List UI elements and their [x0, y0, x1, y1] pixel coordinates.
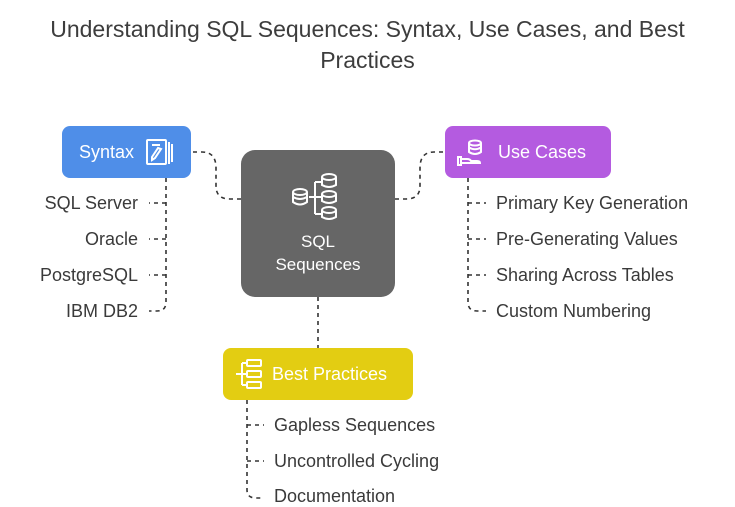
use-case-leaf-custom-numbering: Custom Numbering [496, 301, 652, 321]
syntax-node: Syntax [62, 126, 191, 178]
use-case-leaf-pre-generating: Pre-Generating Values [496, 229, 678, 249]
best-practice-leaf-gapless: Gapless Sequences [274, 415, 436, 435]
center-label-line-2: Sequences [275, 255, 361, 274]
database-cluster-icon [292, 173, 337, 220]
syntax-leaf-sql-server: SQL Server [44, 193, 138, 213]
syntax-node-label: Syntax [79, 141, 135, 162]
database-hand-icon [457, 139, 482, 166]
diagram-title-line-2: Practices [320, 47, 415, 73]
best-practice-leaf-documentation: Documentation [274, 486, 396, 506]
best-practices-node: Best Practices [223, 348, 413, 400]
connector-center-syntax [191, 151, 241, 200]
connector-usecases-stem [467, 178, 486, 312]
center-node: SQL Sequences [241, 150, 395, 297]
connector-syntax-stem [149, 178, 167, 312]
document-edit-icon [146, 139, 174, 165]
use-cases-node: Use Cases [445, 126, 611, 178]
best-practice-leaf-cycling: Uncontrolled Cycling [274, 451, 440, 471]
use-case-leaf-primary-key: Primary Key Generation [496, 193, 689, 213]
center-node-label: SQL Sequences [241, 230, 395, 276]
connector-center-usecases [395, 151, 445, 200]
hierarchy-tree-icon [236, 359, 262, 389]
best-practices-node-label: Best Practices [272, 363, 388, 384]
connector-best-stem [246, 400, 264, 499]
use-cases-node-label: Use Cases [498, 141, 587, 162]
syntax-leaf-oracle: Oracle [84, 229, 138, 249]
diagram-title: Understanding SQL Sequences: Syntax, Use… [0, 14, 735, 76]
use-case-leaf-sharing: Sharing Across Tables [496, 265, 674, 285]
syntax-leaf-postgresql: PostgreSQL [39, 265, 138, 285]
diagram-title-line-1: Understanding SQL Sequences: Syntax, Use… [50, 16, 685, 42]
center-label-line-1: SQL [300, 232, 336, 251]
syntax-leaf-ibm-db2: IBM DB2 [65, 301, 138, 321]
